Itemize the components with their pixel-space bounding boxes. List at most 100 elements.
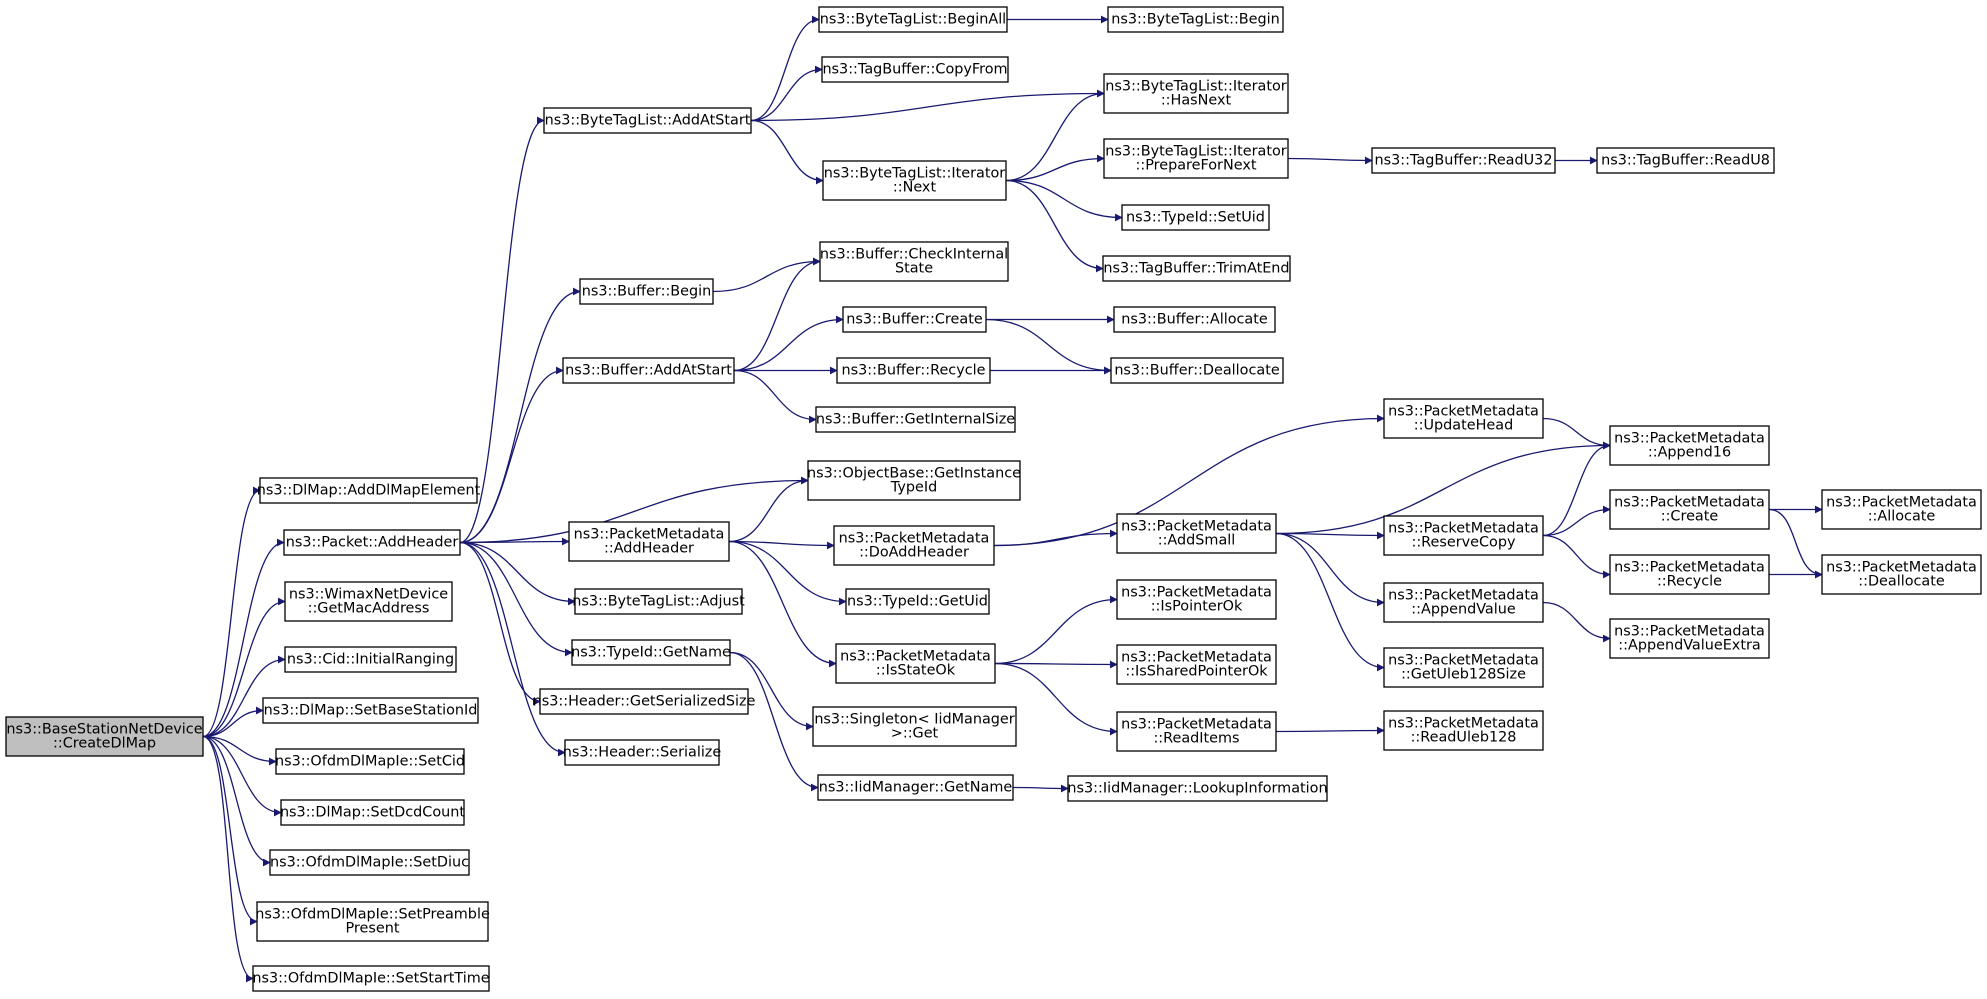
edge-root-to-get-mac-address <box>202 597 286 738</box>
edge-type-id-get-name-to-singleton-get <box>729 651 814 731</box>
node-buffer-begin[interactable]: ns3::Buffer::Begin <box>579 278 714 305</box>
node-box <box>822 160 1007 201</box>
node-box <box>836 357 991 384</box>
node-pm-allocate[interactable]: ns3::PacketMetadata::Allocate <box>1821 489 1982 530</box>
node-pm-add-small[interactable]: ns3::PacketMetadata::AddSmall <box>1116 513 1277 554</box>
node-pm-add-header[interactable]: ns3::PacketMetadata::AddHeader <box>568 521 730 562</box>
node-pm-is-state-ok[interactable]: ns3::PacketMetadata::IsStateOk <box>835 643 996 684</box>
node-label: ns3::PacketMetadata <box>1388 716 1539 732</box>
edge-pm-update-head-to-pm-append16 <box>1542 417 1611 450</box>
node-box <box>1383 398 1544 439</box>
node-buffer-get-internal-size[interactable]: ns3::Buffer::GetInternalSize <box>815 406 1016 433</box>
node-type-id-set-uid[interactable]: ns3::TypeId::SetUid <box>1121 204 1270 231</box>
node-btli-has-next[interactable]: ns3::ByteTagList::Iterator::HasNext <box>1103 73 1289 114</box>
edge-packet-add-header-to-header-serialize <box>459 541 566 757</box>
node-buffer-recycle[interactable]: ns3::Buffer::Recycle <box>836 357 991 384</box>
node-btli-next[interactable]: ns3::ByteTagList::Iterator::Next <box>822 160 1007 201</box>
edge-buffer-create-to-buffer-deallocate <box>985 318 1112 375</box>
node-label: ns3::PacketMetadata <box>1121 650 1272 666</box>
node-box <box>539 688 749 715</box>
node-btl-begin-all[interactable]: ns3::ByteTagList::BeginAll <box>818 6 1008 33</box>
edge-pm-add-header-to-pm-do-add-header <box>728 540 835 550</box>
node-label: ::IsStateOk <box>876 663 956 679</box>
node-get-mac-address[interactable]: ns3::WimaxNetDevice::GetMacAddress <box>284 581 453 622</box>
node-label: ::AppendValueExtra <box>1618 638 1760 654</box>
node-label: ns3::TagBuffer::CopyFrom <box>822 62 1007 78</box>
node-box <box>817 774 1014 801</box>
node-tb-copy-from[interactable]: ns3::TagBuffer::CopyFrom <box>821 56 1009 83</box>
node-label: ns3::Packet::AddHeader <box>286 535 459 551</box>
node-pm-reserve-copy[interactable]: ns3::PacketMetadata::ReserveCopy <box>1383 515 1544 556</box>
node-pm-create[interactable]: ns3::PacketMetadata::Create <box>1609 489 1770 530</box>
node-root[interactable]: ns3::BaseStationNetDevice::CreateDlMap <box>5 716 204 757</box>
node-pm-recycle[interactable]: ns3::PacketMetadata::Recycle <box>1609 554 1770 595</box>
node-buffer-allocate[interactable]: ns3::Buffer::Allocate <box>1113 306 1276 333</box>
node-box <box>1609 618 1770 659</box>
edge-pm-read-items-to-pm-read-uleb128 <box>1275 726 1385 735</box>
node-box <box>1371 147 1556 174</box>
node-buffer-add-at-start[interactable]: ns3::Buffer::AddAtStart <box>562 357 735 384</box>
node-tb-read-u8[interactable]: ns3::TagBuffer::ReadU8 <box>1596 147 1775 174</box>
node-label: ns3::ByteTagList::AddAtStart <box>545 113 751 129</box>
node-set-cid[interactable]: ns3::OfdmDlMapIe::SetCid <box>275 748 465 775</box>
node-label: ns3::PacketMetadata <box>1826 560 1977 576</box>
node-label: ns3::DlMap::AddDlMapElement <box>257 483 481 499</box>
node-pm-update-head[interactable]: ns3::PacketMetadata::UpdateHead <box>1383 398 1544 439</box>
node-pm-is-pointer-ok[interactable]: ns3::PacketMetadata::IsPointerOk <box>1116 579 1277 620</box>
node-packet-add-header[interactable]: ns3::Packet::AddHeader <box>283 529 461 556</box>
node-box <box>1116 711 1277 752</box>
node-header-get-serialized-size[interactable]: ns3::Header::GetSerializedSize <box>533 688 756 715</box>
node-initial-ranging[interactable]: ns3::Cid::InitialRanging <box>284 646 457 673</box>
edge-pm-is-state-ok-to-pm-is-shared-pointer-ok <box>994 660 1118 669</box>
node-box <box>842 306 987 333</box>
node-label: ns3::PacketMetadata <box>1121 717 1272 733</box>
node-iid-lookup-information[interactable]: ns3::IidManager::LookupInformation <box>1067 775 1328 802</box>
node-box <box>1383 582 1544 623</box>
node-pm-is-shared-pointer-ok[interactable]: ns3::PacketMetadata::IsSharedPointerOk <box>1116 644 1277 685</box>
edge-pm-add-header-to-obj-get-instance-type-id <box>728 476 809 543</box>
node-set-base-station-id[interactable]: ns3::DlMap::SetBaseStationId <box>262 697 479 724</box>
edges-layer <box>202 15 1823 983</box>
edge-packet-add-header-to-buffer-add-at-start <box>459 366 564 544</box>
node-label: ns3::TypeId::GetName <box>571 645 731 661</box>
node-label: ::Recycle <box>1657 574 1722 590</box>
node-buffer-deallocate[interactable]: ns3::Buffer::Deallocate <box>1110 357 1284 384</box>
node-set-dcd-count[interactable]: ns3::DlMap::SetDcdCount <box>280 799 465 826</box>
node-type-id-get-name[interactable]: ns3::TypeId::GetName <box>571 639 731 666</box>
node-pm-append16[interactable]: ns3::PacketMetadata::Append16 <box>1609 425 1770 466</box>
node-pm-read-items[interactable]: ns3::PacketMetadata::ReadItems <box>1116 711 1277 752</box>
node-label: ns3::ByteTagList::Iterator <box>1105 144 1286 160</box>
node-header-serialize[interactable]: ns3::Header::Serialize <box>563 739 722 766</box>
node-label: ns3::Buffer::GetInternalSize <box>816 412 1015 428</box>
node-btl-add-at-start[interactable]: ns3::ByteTagList::AddAtStart <box>543 107 752 134</box>
node-pm-append-value-extra[interactable]: ns3::PacketMetadata::AppendValueExtra <box>1609 618 1770 659</box>
node-box <box>1110 357 1284 384</box>
node-set-diuc[interactable]: ns3::OfdmDlMapIe::SetDiuc <box>269 849 470 876</box>
edge-pm-add-small-to-pm-append-value <box>1275 532 1385 607</box>
node-singleton-get[interactable]: ns3::Singleton< IidManager>::Get <box>812 706 1017 747</box>
node-pm-do-add-header[interactable]: ns3::PacketMetadata::DoAddHeader <box>833 525 995 566</box>
node-label: ns3::Singleton< IidManager <box>814 712 1014 728</box>
node-add-dl-map-element[interactable]: ns3::DlMap::AddDlMapElement <box>257 477 481 504</box>
node-label: ns3::OfdmDlMapIe::SetStartTime <box>252 971 489 987</box>
node-pm-read-uleb128[interactable]: ns3::PacketMetadata::ReadUleb128 <box>1383 710 1544 751</box>
node-type-id-get-uid[interactable]: ns3::TypeId::GetUid <box>845 588 990 615</box>
node-btl-begin[interactable]: ns3::ByteTagList::Begin <box>1107 6 1284 33</box>
node-iid-get-name[interactable]: ns3::IidManager::GetName <box>817 774 1014 801</box>
node-pm-get-uleb128-size[interactable]: ns3::PacketMetadata::GetUleb128Size <box>1383 647 1544 688</box>
node-tb-trim-at-end[interactable]: ns3::TagBuffer::TrimAtEnd <box>1102 255 1291 282</box>
node-box <box>1103 73 1289 114</box>
node-pm-deallocate[interactable]: ns3::PacketMetadata::Deallocate <box>1821 554 1982 595</box>
edge-pm-create-to-pm-deallocate <box>1768 508 1823 579</box>
node-label: ::Append16 <box>1648 445 1731 461</box>
node-buffer-create[interactable]: ns3::Buffer::Create <box>842 306 987 333</box>
node-tb-read-u32[interactable]: ns3::TagBuffer::ReadU32 <box>1371 147 1556 174</box>
node-pm-append-value[interactable]: ns3::PacketMetadata::AppendValue <box>1383 582 1544 623</box>
node-btl-adjust[interactable]: ns3::ByteTagList::Adjust <box>572 588 745 615</box>
node-box <box>259 477 478 504</box>
node-set-start-time[interactable]: ns3::OfdmDlMapIe::SetStartTime <box>252 965 490 992</box>
node-btli-prepare-for-next[interactable]: ns3::ByteTagList::Iterator::PrepareForNe… <box>1103 138 1289 179</box>
